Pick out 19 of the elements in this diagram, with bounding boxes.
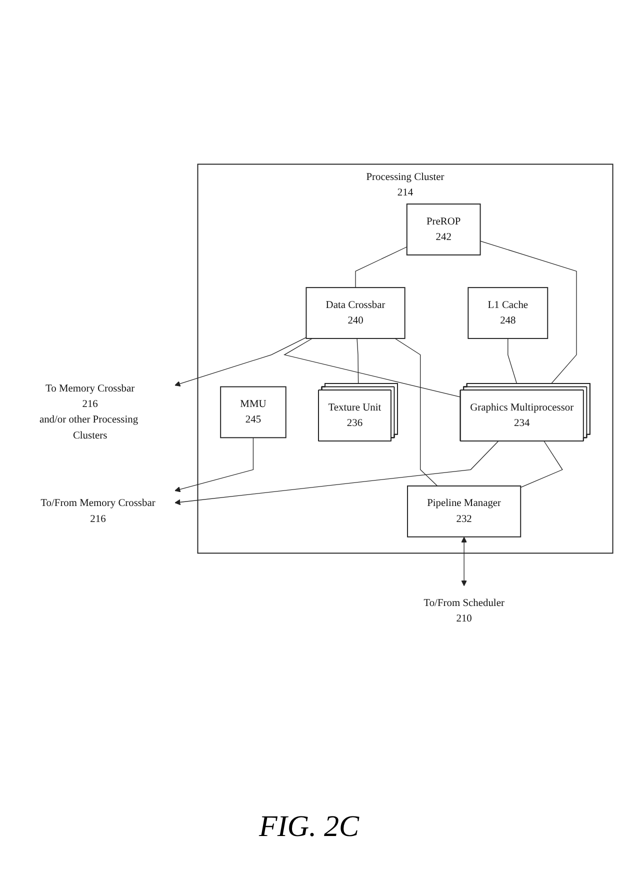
node-text: To/From Scheduler 210 <box>424 597 504 624</box>
node-box: L1 Cache 248 <box>468 286 548 338</box>
arrow <box>174 436 254 492</box>
connector <box>394 338 438 486</box>
connector <box>284 338 461 397</box>
node-box: Pipeline Manager 232 <box>407 485 522 537</box>
node-text: To Memory Crossbar 216 and/or other Processing Clusters <box>39 382 138 440</box>
node-text: To/From Memory Crossbar 216 <box>40 497 156 524</box>
arrow <box>174 336 307 386</box>
connector <box>356 338 359 384</box>
node-box: MMU 245 <box>220 386 286 438</box>
node-box: PreROP 242 <box>406 203 481 255</box>
connector <box>355 246 408 288</box>
node-box: Data Crossbar 240 <box>306 286 406 338</box>
figure-caption: FIG. 2C <box>258 810 360 844</box>
arrow <box>174 440 499 505</box>
connector <box>508 338 518 384</box>
arrow <box>461 536 467 586</box>
connector <box>480 240 577 384</box>
